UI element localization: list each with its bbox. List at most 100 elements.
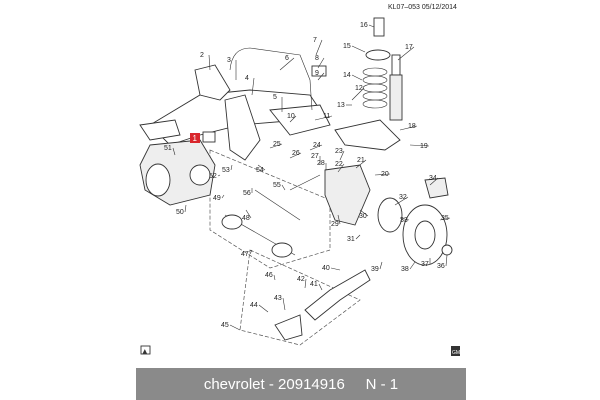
leader-line-6	[279, 57, 295, 71]
callout-30: 30	[359, 213, 367, 220]
leader-line-29	[337, 214, 341, 225]
callout-35: 35	[441, 215, 449, 222]
leader-line-7	[315, 39, 323, 56]
callout-31: 31	[347, 236, 355, 243]
brake-caliper	[424, 177, 449, 199]
leader-line-55	[281, 184, 286, 191]
callout-16: 16	[360, 22, 368, 29]
leader-line-25	[269, 143, 283, 149]
callout-4: 4	[245, 75, 249, 82]
callout-32: 32	[399, 194, 407, 201]
callout-25: 25	[273, 141, 281, 148]
callout-5: 5	[273, 94, 277, 101]
callout-38: 38	[401, 266, 409, 273]
leader-line-52	[217, 174, 221, 177]
callout-20: 20	[381, 171, 389, 178]
callout-26: 26	[292, 150, 300, 157]
leader-line-44	[258, 304, 269, 313]
leader-line-40	[330, 267, 341, 271]
leader-line-41	[318, 283, 323, 291]
callout-18: 18	[408, 123, 416, 130]
leader-line-42	[304, 278, 307, 289]
corner-mark-right: GM	[452, 350, 460, 356]
callout-27: 27	[311, 153, 319, 160]
leader-line-9	[317, 72, 325, 81]
leader-line-4	[251, 77, 255, 96]
footer-bar: chevrolet - 20914916 N - 1	[136, 368, 466, 400]
corner-mark-left-box	[140, 345, 151, 355]
leader-line-15	[351, 45, 366, 53]
upper-control-arm	[334, 119, 401, 151]
leader-line-24	[309, 144, 323, 151]
leader-line-39	[379, 261, 383, 270]
footer-brand: chevrolet	[203, 375, 265, 393]
callout-47: 47	[241, 251, 249, 258]
leader-line-38	[409, 261, 416, 270]
leader-line-50	[184, 204, 187, 213]
leader-line-14	[351, 74, 363, 81]
leader-line-43	[282, 297, 286, 311]
callout-28: 28	[317, 160, 325, 167]
callout-48: 48	[242, 215, 250, 222]
leader-line-22	[337, 163, 345, 173]
callout-37: 37	[421, 261, 429, 268]
leader-line-31	[355, 234, 361, 240]
callout-21: 21	[357, 157, 365, 164]
callout-41: 41	[310, 281, 318, 288]
leader-line-18	[399, 125, 418, 131]
callout-11: 11	[323, 113, 330, 120]
differential	[139, 139, 216, 206]
callout-46: 46	[265, 272, 273, 279]
callout-54: 54	[256, 167, 264, 174]
leader-line-48	[245, 209, 252, 219]
corner-mark-left: ▲	[143, 348, 148, 355]
leader-line-33	[399, 217, 410, 221]
leader-line-32	[394, 196, 409, 206]
leader-line-11	[314, 115, 333, 121]
leader-line-12	[351, 87, 365, 101]
leader-line-30	[359, 209, 369, 217]
callout-43: 43	[274, 295, 282, 302]
rotor-hat	[414, 220, 436, 250]
callout-7: 7	[313, 37, 317, 44]
callout-15: 15	[343, 43, 351, 50]
diagram-code-date: KL07–053 05/12/2014	[388, 4, 457, 11]
bushing-1	[202, 131, 216, 143]
leader-line-34	[429, 177, 439, 186]
lateral-link	[289, 174, 321, 191]
callout-6: 6	[285, 55, 289, 62]
callout-24: 24	[313, 142, 321, 149]
footer-part-number: 20914916	[278, 375, 345, 393]
stabilizer-bar	[229, 47, 313, 111]
group-outline-front	[209, 149, 331, 269]
callout-34: 34	[429, 175, 437, 182]
cv-boot-outer	[271, 242, 293, 258]
leader-line-53	[230, 164, 233, 171]
callout-23: 23	[335, 148, 343, 155]
coil-spring	[362, 67, 388, 109]
callout-55: 55	[273, 182, 281, 189]
callout-42: 42	[297, 276, 305, 283]
shock-absorber	[389, 54, 403, 121]
spring-seat-upper	[365, 49, 391, 61]
callout-9: 9	[315, 70, 319, 77]
leader-line-19	[409, 144, 430, 147]
leader-line-51	[172, 147, 176, 156]
leader-line-2	[208, 54, 211, 71]
leader-line-21	[355, 159, 367, 169]
leader-line-26	[289, 152, 302, 159]
callout-29: 29	[331, 221, 339, 228]
callout-12: 12	[355, 85, 363, 92]
callout-50: 50	[176, 209, 184, 216]
leader-line-35	[439, 217, 451, 221]
highlight-callout-box	[190, 133, 200, 143]
callout-49: 49	[213, 195, 221, 202]
leader-line-10	[289, 115, 297, 123]
callout-33: 33	[400, 217, 408, 224]
callout-8: 8	[315, 55, 319, 62]
callout-17: 17	[405, 44, 413, 51]
callout-53: 53	[222, 167, 230, 174]
footer-ref-label: N - 1	[365, 375, 399, 393]
toe-link	[274, 314, 303, 341]
